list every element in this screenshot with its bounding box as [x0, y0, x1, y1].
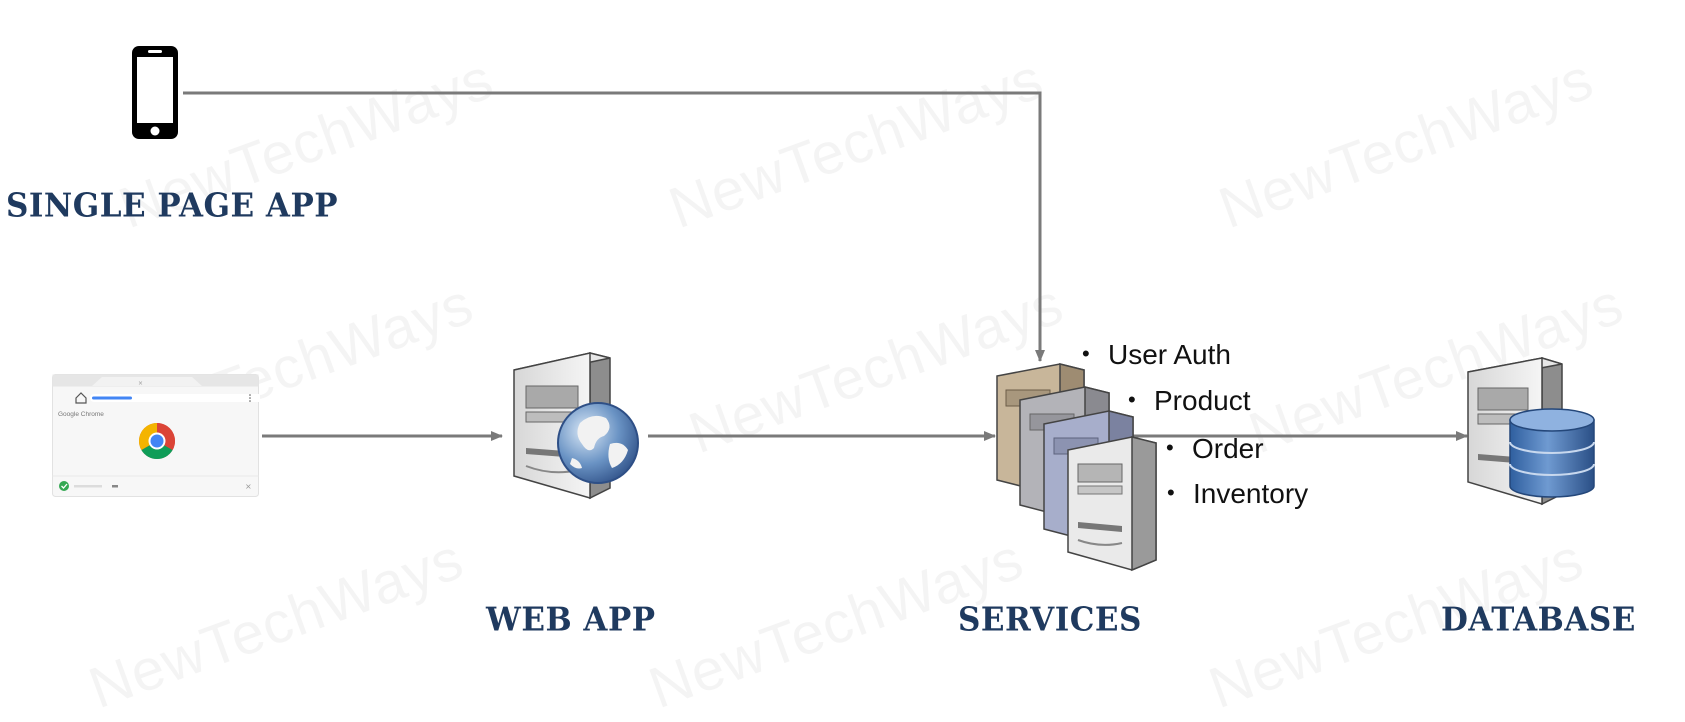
bullet-icon: • — [1166, 435, 1174, 460]
webapp-label: WEB APP — [486, 601, 656, 639]
list-item: • Inventory — [1167, 478, 1308, 510]
database-label: DATABASE — [1441, 601, 1636, 639]
list-item: • Product — [1128, 385, 1251, 417]
web-server-globe-icon — [513, 352, 639, 500]
service-name: Inventory — [1193, 478, 1309, 509]
browser-brand-text: Google Chrome — [58, 411, 104, 418]
database-server-icon — [1467, 356, 1595, 506]
service-name: Order — [1192, 433, 1264, 464]
services-label: SERVICES — [958, 601, 1142, 639]
svg-text:×: × — [245, 482, 252, 491]
spa-to-services-arrow — [183, 91, 1045, 362]
architecture-diagram: NewTechWays NewTechWays NewTechWays NewT… — [6, 46, 1636, 721]
service-name: Product — [1154, 385, 1251, 416]
connector-lines — [183, 91, 1468, 441]
server-unit — [1067, 436, 1157, 572]
smartphone-icon — [132, 46, 178, 139]
svg-text:×: × — [138, 380, 143, 387]
list-item: • Order — [1166, 433, 1264, 465]
service-name: User Auth — [1108, 339, 1231, 370]
server-cluster-icon — [996, 363, 1157, 572]
list-item: • User Auth — [1082, 339, 1231, 371]
bullet-icon: • — [1082, 341, 1090, 366]
chrome-logo-icon — [138, 423, 176, 460]
bullet-icon: • — [1128, 387, 1136, 412]
bullet-icon: • — [1167, 480, 1175, 505]
spa-label: SINGLE PAGE APP — [6, 187, 339, 225]
